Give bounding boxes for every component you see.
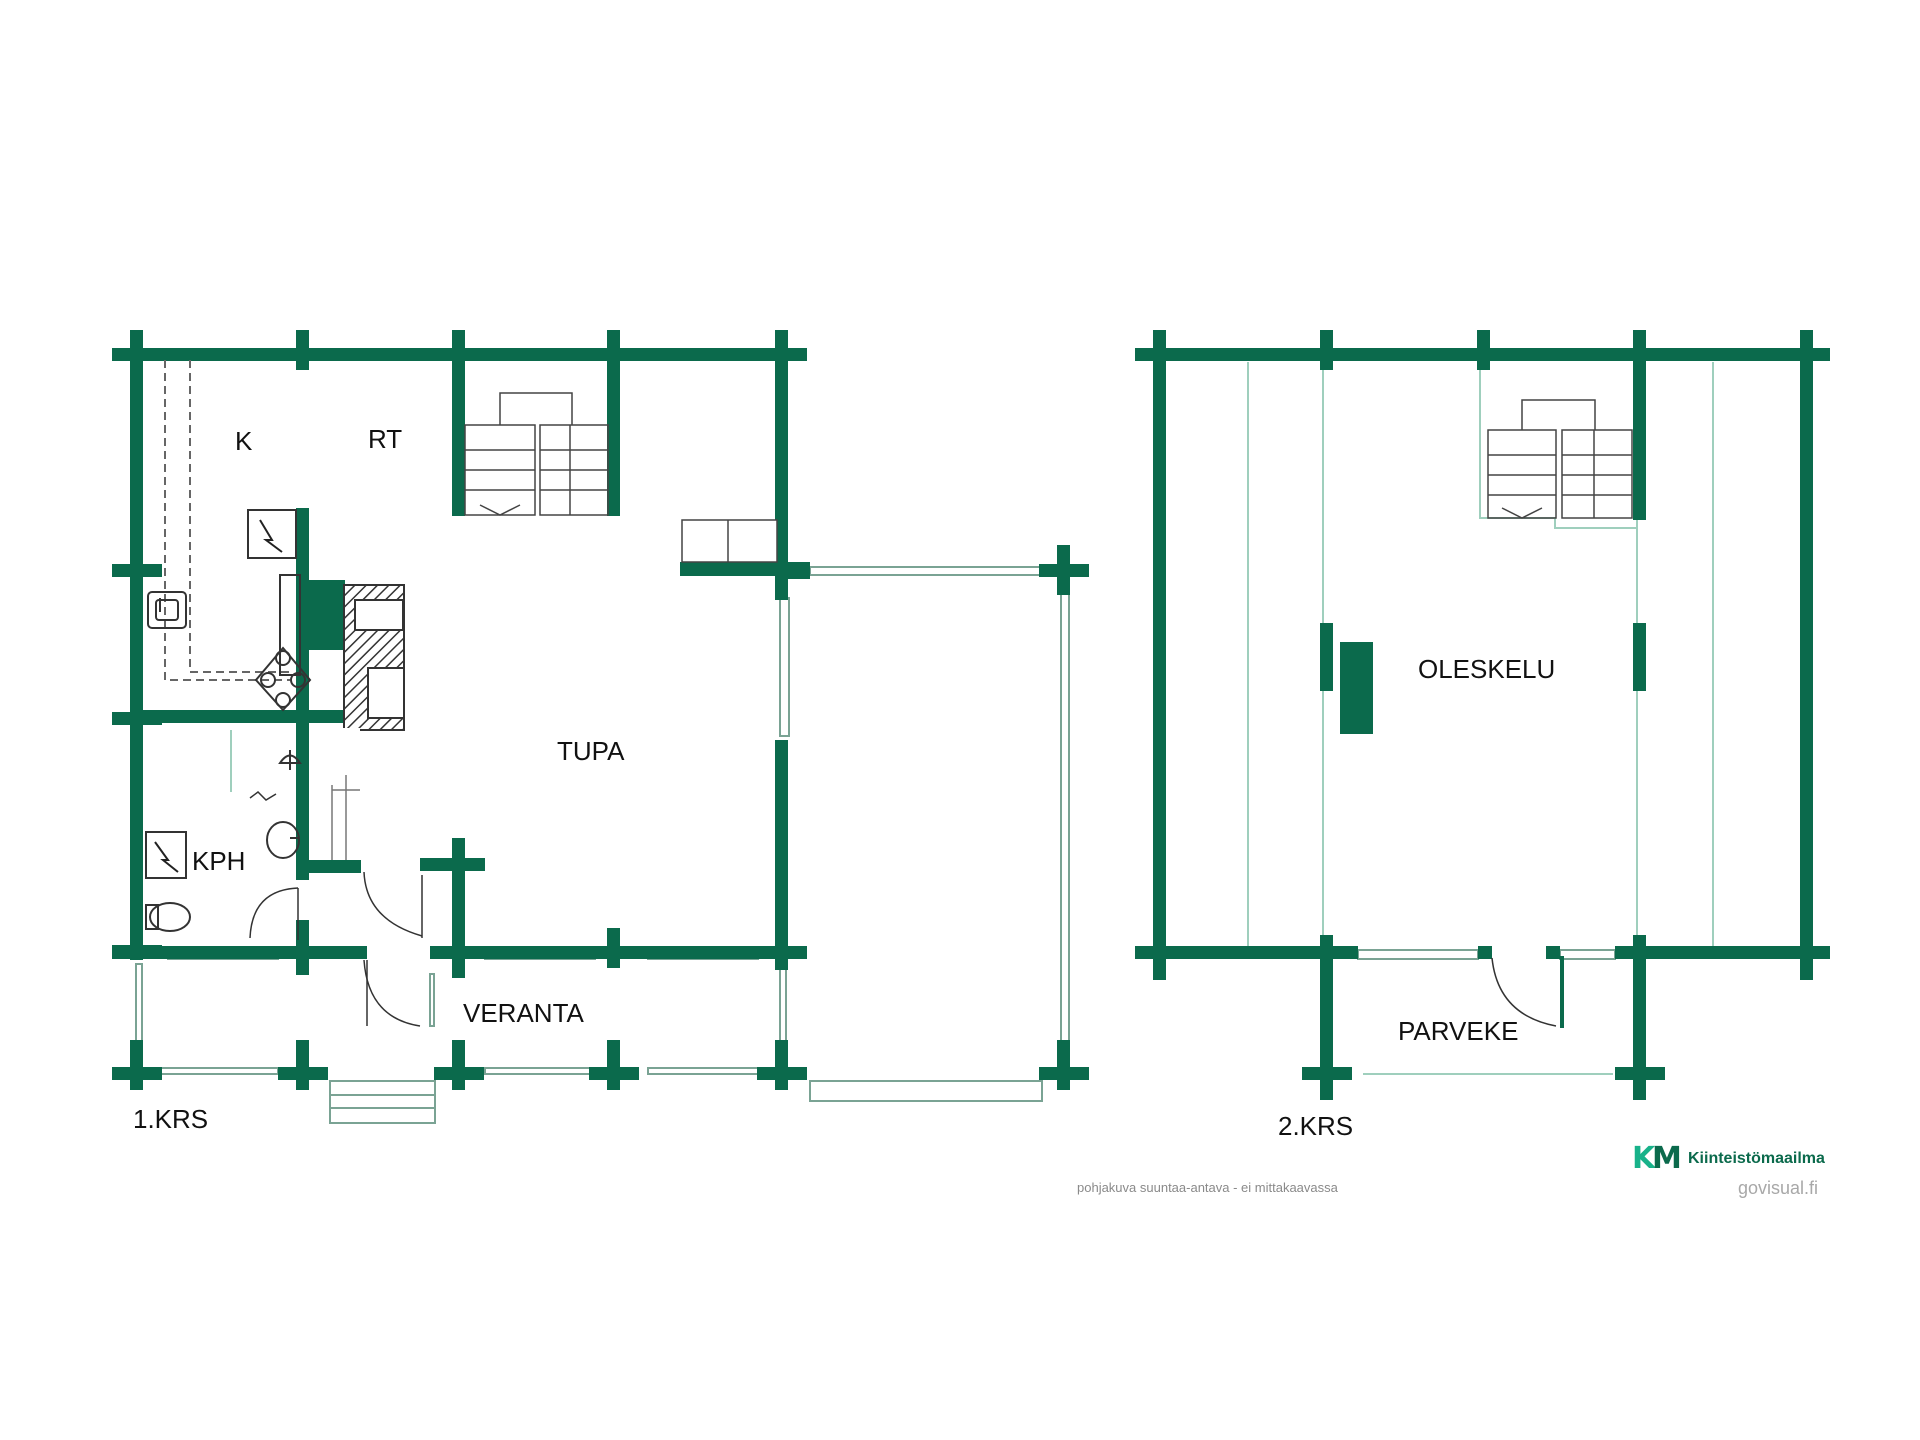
room-label-k: K [235,426,253,456]
floor-1-walls [112,330,1089,1090]
stairs-icon [1487,399,1633,519]
floor-2-plan: OLESKELU PARVEKE 2.KRS [1135,330,1830,1141]
fireplace-icon [340,584,405,738]
floor-2-door [1491,957,1557,1027]
electric-panel-icon [145,831,187,879]
floor-2-title: 2.KRS [1278,1111,1353,1141]
floor-1-title: 1.KRS [133,1104,208,1134]
floor-1-plan: K RT TUPA KPH VERANTA 1.KRS [112,330,1089,1134]
room-label-tupa: TUPA [557,736,625,766]
scale-note: pohjakuva suuntaa-antava - ei mittakaava… [1077,1180,1339,1195]
shower-icon [278,750,302,770]
room-label-kph: KPH [192,846,245,876]
floor-2-walls [1135,330,1830,1100]
room-label-parveke: PARVEKE [1398,1016,1518,1046]
brand-logo-m: M [1652,1141,1682,1176]
stairs-icon [464,392,609,516]
kitchen-counter [164,360,290,681]
site-credit: govisual.fi [1738,1178,1818,1198]
closet [681,519,778,563]
room-label-veranta: VERANTA [463,998,585,1028]
electric-panel-icon [259,519,283,553]
washbasin-icon [266,821,300,859]
stove-icon [254,646,312,712]
room-label-oleskelu: OLESKELU [1418,654,1555,684]
sink-icon [147,591,187,629]
brand-name: Kiinteistömaailma [1688,1150,1825,1167]
room-label-rt: RT [368,424,402,454]
footer: pohjakuva suuntaa-antava - ei mittakaava… [1077,1141,1825,1198]
kitchen-fixtures [147,509,312,712]
floor-1-doors [249,871,423,1027]
brand-logo-k: K [1632,1141,1657,1176]
bathroom-fixtures [145,730,360,932]
toilet-icon [145,902,191,932]
